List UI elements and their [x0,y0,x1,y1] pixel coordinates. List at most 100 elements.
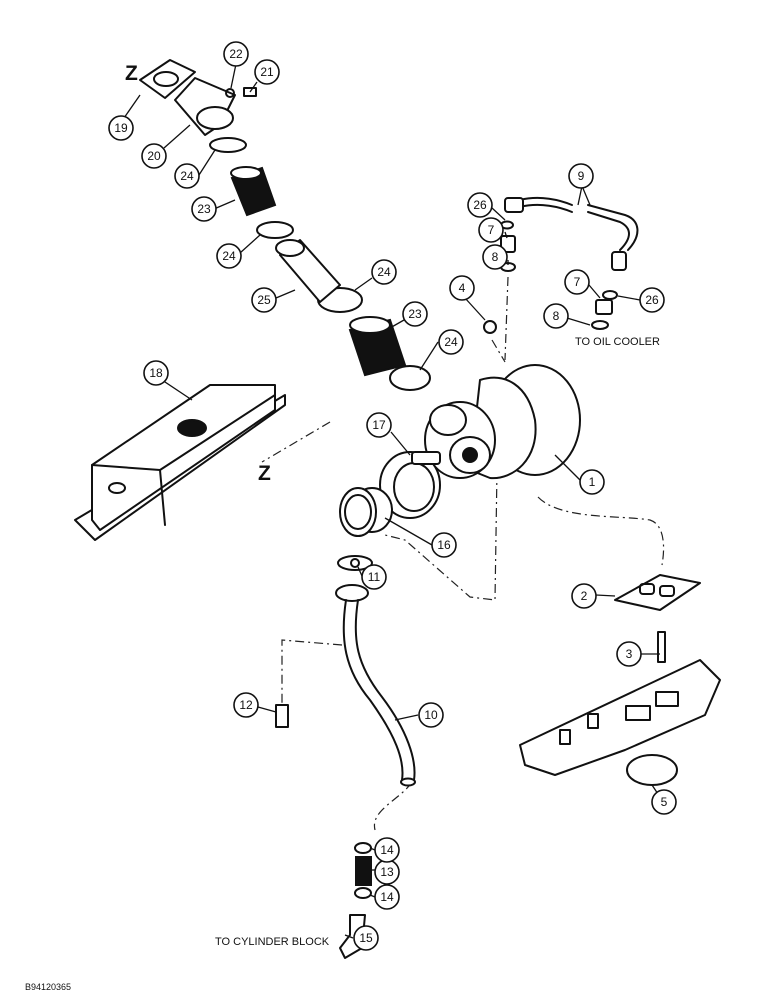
part-17-v-clamp [379,451,441,519]
svg-text:1: 1 [589,475,596,489]
part-22-washer [225,88,235,98]
to-cylinder-block-note: TO CYLINDER BLOCK [215,936,330,948]
svg-text:5: 5 [661,795,668,809]
callout-c7b: 7 [564,269,590,295]
part-24-clamp-a [209,137,247,153]
callout-c17: 17 [366,412,392,438]
turbo-to-gasket-line [537,496,665,566]
svg-text:24: 24 [180,169,194,183]
callout-c16: 16 [431,532,457,558]
turbo-drain-line [384,469,498,601]
part-9-oil-line [504,196,639,271]
part-5-manifold [519,659,721,786]
svg-text:23: 23 [197,202,211,216]
part-2-gasket [614,574,701,611]
part-3-stud [657,631,666,663]
svg-text:24: 24 [377,265,391,279]
svg-text:3: 3 [626,647,633,661]
svg-text:9: 9 [578,169,585,183]
part-14-clamp-a [354,842,372,854]
callout-c5: 5 [651,789,677,815]
callout-c24b: 24 [216,243,242,269]
figure-code: B94120365 [25,982,71,992]
callout-c13: 13 [374,859,400,885]
part-1-turbocharger [424,364,581,480]
part-20-flange [174,77,236,136]
svg-text:24: 24 [222,249,236,263]
drain-tube-alignment-line [373,781,413,831]
callout-c14b: 14 [374,884,400,910]
callout-c11: 11 [361,564,387,590]
callout-c25: 25 [251,287,277,313]
callout-c20: 20 [141,143,167,169]
svg-text:11: 11 [368,570,381,584]
leader-lines [123,63,663,939]
svg-text:17: 17 [372,418,386,432]
callout-c22: 22 [223,41,249,67]
part-19-gasket [139,59,196,99]
callout-c9: 9 [568,163,594,189]
svg-text:14: 14 [380,890,394,904]
svg-text:26: 26 [645,293,659,307]
part-24-clamp-b [256,221,294,239]
callout-c19: 19 [108,115,134,141]
callout-c8a: 8 [482,244,508,270]
callout-c7a: 7 [478,217,504,243]
alignment-lines [261,276,665,831]
svg-text:10: 10 [424,708,438,722]
callout-c4: 4 [449,275,475,301]
oil-inlet-alignment-line [504,276,509,361]
part-18-cooler [74,384,286,541]
callout-c24c: 24 [371,259,397,285]
part-24-clamp-d [389,365,431,391]
callout-c2: 2 [571,583,597,609]
callout-c3: 3 [616,641,642,667]
callout-c12: 12 [233,692,259,718]
svg-text:7: 7 [574,275,581,289]
zone-marker-top: Z [125,62,138,85]
svg-text:7: 7 [488,223,495,237]
svg-text:2: 2 [581,589,588,603]
callout-c14a: 14 [374,837,400,863]
part-13-hose [355,856,372,886]
part-11-gasket [337,555,373,571]
part-25-tube [275,239,341,303]
svg-text:13: 13 [380,865,394,879]
part-23-hose-b [348,316,407,377]
svg-text:23: 23 [408,307,422,321]
svg-text:26: 26 [473,198,487,212]
svg-text:8: 8 [553,309,560,323]
callout-c26b: 26 [639,287,665,313]
callout-c18: 18 [143,360,169,386]
lower-oil-fittings [591,290,618,330]
svg-text:22: 22 [229,47,243,61]
z-alignment-line [261,421,331,463]
callout-c1: 1 [579,469,605,495]
svg-text:14: 14 [380,843,394,857]
svg-text:25: 25 [257,293,271,307]
callout-c24d: 24 [438,329,464,355]
bolt-alignment-line [281,639,343,705]
callout-c8b: 8 [543,303,569,329]
part-23-hose-a [230,166,277,217]
callout-c21: 21 [254,59,280,85]
callout-c23b: 23 [402,301,428,327]
nut-alignment-line [491,339,506,363]
svg-text:8: 8 [492,250,499,264]
callout-c10: 10 [418,702,444,728]
part-16-adapter [339,487,393,537]
svg-text:12: 12 [239,698,253,712]
part-4-nut [483,320,497,334]
svg-text:16: 16 [437,538,451,552]
svg-text:19: 19 [114,121,128,135]
svg-text:18: 18 [149,366,163,380]
callout-c23a: 23 [191,196,217,222]
callout-c24a: 24 [174,163,200,189]
svg-text:20: 20 [147,149,161,163]
callout-c26a: 26 [467,192,493,218]
part-10-drain-tube [335,584,416,787]
svg-text:21: 21 [260,65,274,79]
svg-text:24: 24 [444,335,458,349]
